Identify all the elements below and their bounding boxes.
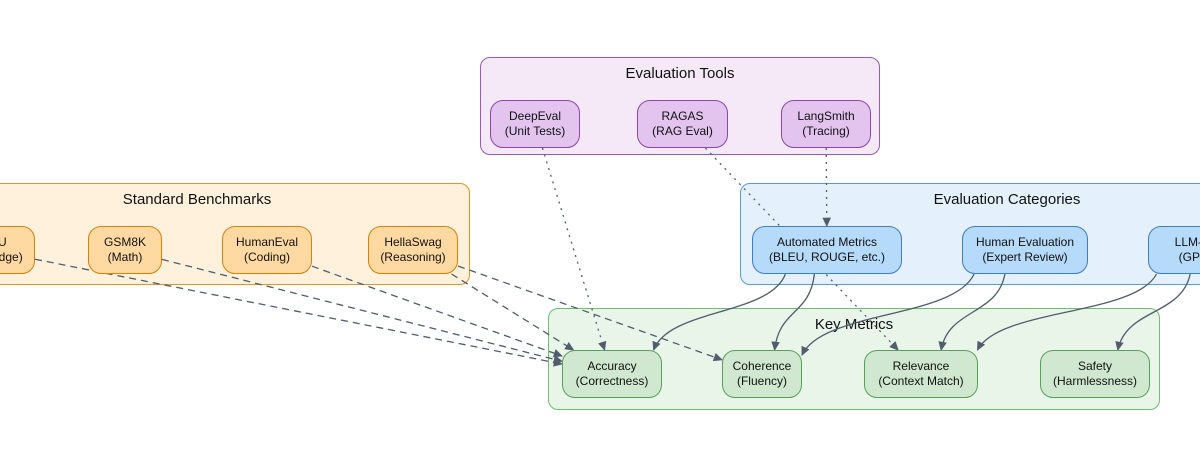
node-langsmith: LangSmith (Tracing) bbox=[781, 100, 871, 148]
node-mmlu: MMLU (Knowledge) bbox=[0, 226, 35, 274]
node-label: Relevance bbox=[892, 358, 950, 373]
node-label: LangSmith bbox=[797, 108, 855, 123]
node-label: DeepEval bbox=[508, 108, 562, 123]
cluster-title-evaluation-categories: Evaluation Categories bbox=[933, 191, 1081, 208]
node-sublabel: (RAG Eval) bbox=[652, 124, 713, 138]
node-label: LLM-as-Judge bbox=[1174, 234, 1200, 249]
node-safety: Safety (Harmlessness) bbox=[1040, 350, 1150, 398]
node-sublabel: (Expert Review) bbox=[982, 250, 1068, 264]
node-sublabel: (Coding) bbox=[243, 250, 291, 264]
node-humaneval: HumanEval (Coding) bbox=[222, 226, 312, 274]
node-llm-as-judge: LLM-as-Judge (GPT-4, etc.) bbox=[1148, 226, 1200, 274]
node-label: RAGAS bbox=[661, 108, 704, 123]
node-ragas: RAGAS (RAG Eval) bbox=[637, 100, 728, 148]
node-deepeval: DeepEval (Unit Tests) bbox=[490, 100, 580, 148]
node-sublabel: (Reasoning) bbox=[380, 250, 446, 264]
node-accuracy: Accuracy (Correctness) bbox=[562, 350, 662, 398]
node-label: Coherence bbox=[732, 358, 792, 373]
node-sublabel: (GPT-4, etc.) bbox=[1178, 250, 1200, 264]
node-sublabel: (Harmlessness) bbox=[1052, 374, 1137, 388]
node-label: Accuracy bbox=[587, 358, 637, 373]
node-label: HellaSwag bbox=[384, 234, 442, 249]
cluster-title-evaluation-tools: Evaluation Tools bbox=[625, 65, 735, 82]
node-label: MMLU bbox=[0, 234, 7, 249]
node-label: Human Evaluation bbox=[975, 234, 1075, 249]
node-sublabel: (Correctness) bbox=[575, 374, 649, 388]
cluster-title-key-metrics: Key Metrics bbox=[814, 316, 894, 333]
node-sublabel: (Math) bbox=[107, 250, 143, 264]
node-sublabel: (Fluency) bbox=[736, 374, 787, 388]
node-sublabel: (Tracing) bbox=[802, 124, 850, 138]
node-label: GSM8K bbox=[103, 234, 146, 249]
node-gsm8k: GSM8K (Math) bbox=[88, 226, 162, 274]
node-label: Automated Metrics bbox=[776, 234, 878, 249]
node-sublabel: (BLEU, ROUGE, etc.) bbox=[768, 250, 886, 264]
cluster-title-standard-benchmarks: Standard Benchmarks bbox=[122, 191, 272, 208]
node-label: HumanEval bbox=[235, 234, 299, 249]
node-human-evaluation: Human Evaluation (Expert Review) bbox=[962, 226, 1088, 274]
node-coherence: Coherence (Fluency) bbox=[722, 350, 802, 398]
node-sublabel: (Context Match) bbox=[878, 374, 964, 388]
node-hellaswag: HellaSwag (Reasoning) bbox=[368, 226, 458, 274]
node-sublabel: (Knowledge) bbox=[0, 250, 23, 264]
node-label: Safety bbox=[1077, 358, 1113, 373]
node-automated-metrics: Automated Metrics (BLEU, ROUGE, etc.) bbox=[752, 226, 902, 274]
node-sublabel: (Unit Tests) bbox=[504, 124, 566, 138]
node-relevance: Relevance (Context Match) bbox=[864, 350, 978, 398]
